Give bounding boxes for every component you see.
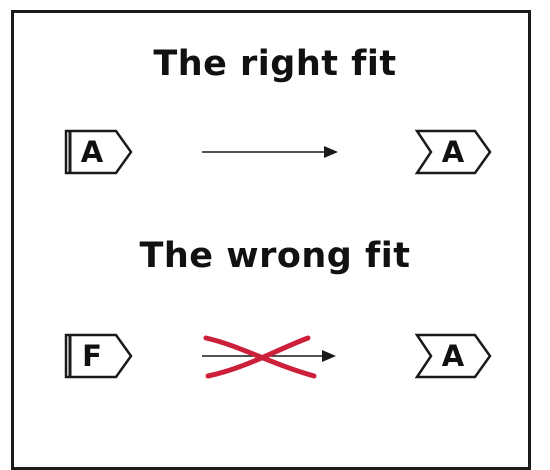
cross-icon xyxy=(203,335,317,379)
crossed-arrow xyxy=(202,335,336,379)
socket-tag-icon xyxy=(415,129,492,175)
left-tag-label: F xyxy=(82,339,102,373)
left-tag-row2: F xyxy=(64,331,144,381)
right-tag-row2: A xyxy=(415,331,495,381)
title-right-fit: The right fit xyxy=(153,44,397,84)
arrow-right-icon xyxy=(202,146,338,158)
tag-shape-icon xyxy=(64,129,133,175)
left-tag-row1: A xyxy=(64,127,144,177)
right-tag-label: A xyxy=(441,135,465,169)
tag-shape-icon xyxy=(64,333,133,379)
diagram-frame xyxy=(11,10,531,470)
left-tag-label: A xyxy=(80,135,104,169)
right-tag-row1: A xyxy=(415,127,495,177)
title-wrong-fit: The wrong fit xyxy=(139,236,411,276)
socket-tag-icon xyxy=(415,333,492,379)
right-tag-label: A xyxy=(441,339,465,373)
